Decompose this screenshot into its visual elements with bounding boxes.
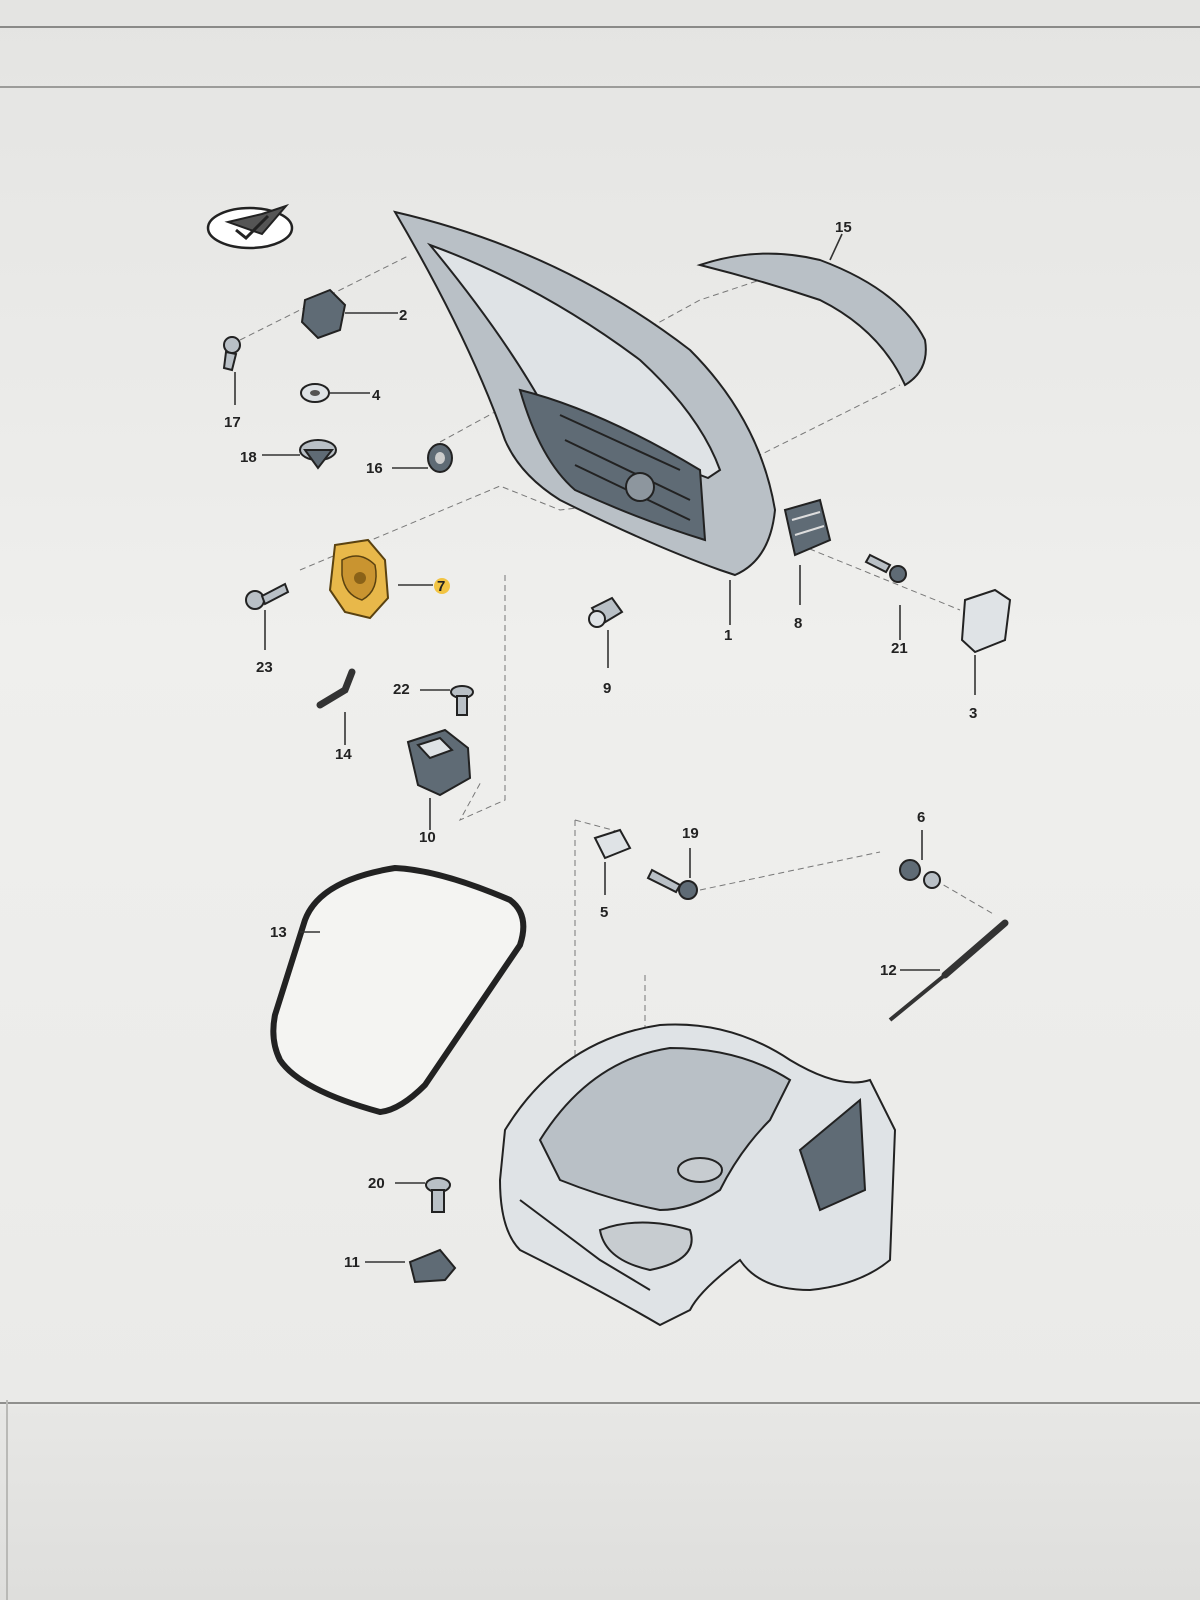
leader-lines <box>234 233 976 1263</box>
callout-16: 16 <box>366 460 383 477</box>
part-2-hinge <box>300 288 347 340</box>
part-7-lock-highlighted <box>328 538 390 620</box>
part-23-screw <box>245 582 290 610</box>
callout-9: 9 <box>603 680 611 697</box>
callout-13: 13 <box>270 924 287 941</box>
part-8-striker <box>783 498 832 557</box>
callout-3: 3 <box>969 705 977 722</box>
part-6-ball-stud <box>899 859 941 889</box>
part-22-bolt <box>450 685 474 716</box>
part-20-screw <box>425 1177 451 1213</box>
callout-labels: 1 2 3 4 5 6 7 8 9 10 11 12 13 14 15 16 1… <box>224 219 977 1271</box>
callout-10: 10 <box>419 829 436 846</box>
callout-21: 21 <box>891 640 908 657</box>
part-3-cap <box>960 588 1012 654</box>
part-14-rod <box>316 668 356 709</box>
part-11-clip <box>408 1248 457 1284</box>
callout-23: 23 <box>256 659 273 676</box>
part-15-spoiler <box>696 252 927 387</box>
rear-body-structure <box>498 1023 897 1327</box>
top-frame-line <box>0 26 1200 28</box>
part-10-lock-mechanism <box>406 728 472 797</box>
callout-7: 7 <box>437 578 445 595</box>
part-1-rear-lid <box>392 210 777 577</box>
callout-6: 6 <box>917 809 925 826</box>
callout-2: 2 <box>399 307 407 324</box>
part-13-window-seal <box>270 864 527 1116</box>
callout-5: 5 <box>600 904 608 921</box>
part-12-gas-strut <box>888 919 1009 1022</box>
part-4-washer <box>300 383 330 403</box>
part-16-bump-stop <box>427 443 453 473</box>
part-9-plug <box>588 596 624 628</box>
callout-12: 12 <box>880 962 897 979</box>
callout-8: 8 <box>794 615 802 632</box>
callout-7-highlight: 7 <box>434 578 450 595</box>
orientation-icon <box>206 203 294 250</box>
part-17-screw <box>222 336 241 372</box>
callout-11: 11 <box>344 1254 360 1271</box>
callout-17: 17 <box>224 414 241 431</box>
part-19-bolt <box>646 868 698 900</box>
header-divider <box>0 86 1200 88</box>
callout-19: 19 <box>682 825 699 842</box>
callout-18: 18 <box>240 449 257 466</box>
callout-4: 4 <box>372 387 381 404</box>
callout-20: 20 <box>368 1175 385 1192</box>
bottom-left-edge <box>6 1400 8 1600</box>
callout-22: 22 <box>393 681 410 698</box>
callout-15: 15 <box>835 219 852 236</box>
callout-14: 14 <box>335 746 352 763</box>
callout-1: 1 <box>724 627 732 644</box>
part-21-screw <box>864 553 907 583</box>
part-18-grommet <box>299 439 337 470</box>
bottom-panel <box>0 1406 1200 1600</box>
part-5-bracket <box>593 828 632 860</box>
bottom-divider <box>0 1402 1200 1404</box>
